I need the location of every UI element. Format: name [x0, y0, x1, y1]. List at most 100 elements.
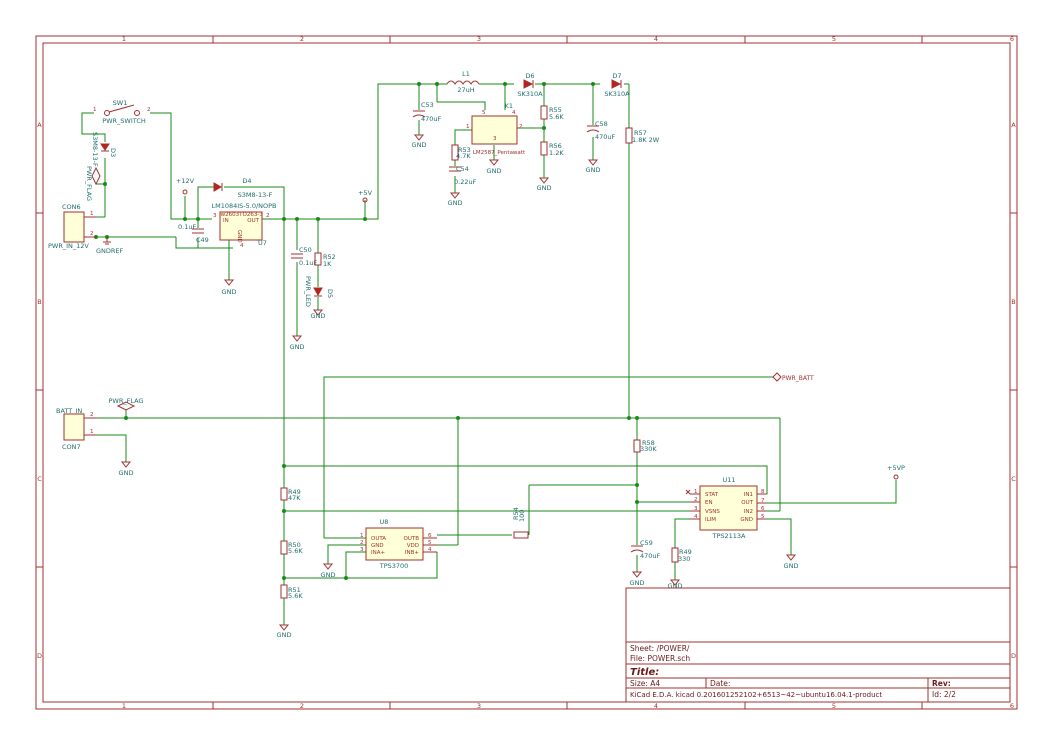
u8-n3: 3	[360, 547, 364, 553]
u7-pin3: 3	[213, 213, 217, 219]
gndref-symbol: GNDREF	[96, 237, 124, 255]
pwr-flag-2-label: PWR_FLAG	[109, 397, 144, 405]
r57-value: 1.8K 2W	[632, 136, 660, 144]
r57-ref: R57	[634, 129, 647, 137]
u8-inap: INA+	[371, 550, 385, 556]
row-label-c-right: C	[1011, 475, 1016, 483]
u8-outb: OUTB	[404, 536, 420, 542]
global-label-pwr-batt[interactable]: PWR_BATT	[772, 372, 814, 382]
r56-value: 1.2K	[549, 149, 564, 157]
r49b-ref: R49	[679, 548, 692, 556]
r52-value: 1K	[323, 260, 332, 268]
sheet-border	[35, 35, 1018, 710]
u11-n6: 6	[761, 506, 765, 512]
con6-pin1: 1	[90, 211, 94, 217]
u11-in1: IN1	[744, 492, 753, 498]
r54-value: 100	[518, 510, 526, 522]
gndref-label: GNDREF	[96, 247, 124, 255]
r52-ref: R52	[323, 253, 336, 261]
d3-value: S3M8-13-F	[91, 132, 99, 167]
u8-ref: U8	[380, 518, 389, 526]
capacitor-c50[interactable]: C50 0.1uF	[291, 246, 317, 267]
resistor-r51[interactable]: R51 5.6K	[280, 584, 303, 600]
resistor-r52[interactable]: R52 1K	[314, 252, 336, 268]
k1-value: LM2587_Pentawatt	[473, 150, 526, 156]
led-d5[interactable]: D5 PWR_LED	[304, 276, 334, 307]
c54-ref: C54	[456, 165, 469, 173]
diode-d3[interactable]: D3 S3M8-13-F	[91, 132, 117, 167]
capacitor-c54[interactable]: C54 0.22uF	[449, 165, 477, 186]
d4-ref: D4	[242, 177, 251, 185]
p5v-label: +5V	[358, 189, 373, 197]
junctions	[94, 82, 639, 580]
c58-ref: C58	[595, 120, 608, 128]
p12v-label: +12V	[176, 177, 195, 185]
gnd-u11: GND	[784, 554, 798, 570]
col-label-2-bottom: 2	[300, 702, 304, 710]
con7-pin2: 2	[90, 412, 94, 418]
d5-value: PWR_LED	[304, 276, 312, 307]
c50-ref: C50	[299, 246, 312, 254]
pwr-flag-1[interactable]: PWR_FLAG	[85, 166, 101, 201]
gnd-r56: GND	[537, 177, 551, 192]
r58-value: 330K	[640, 445, 657, 453]
k1-ref: K1	[505, 102, 513, 110]
ic-u11[interactable]: U11 STAT EN VSNS ILIM IN1 OUT IN2 GND 1 …	[685, 476, 766, 540]
resistor-r50[interactable]: R50 5.6K	[280, 540, 303, 555]
capacitor-c59[interactable]: C59 470uF	[630, 539, 661, 560]
gnd-c58-label: GND	[586, 166, 601, 174]
resistor-r54[interactable]: R54 100	[512, 507, 529, 539]
switch-sw1[interactable]: SW1 PWR_SWITCH 1 2	[93, 99, 151, 125]
u11-vsns: VSNS	[705, 509, 720, 515]
u11-n5: 5	[761, 514, 765, 520]
pwr-flag-2[interactable]: PWR_FLAG	[109, 397, 144, 411]
connector-con7[interactable]: BATT_IN 2 1 CON7	[56, 407, 97, 451]
u8-inbp: INB+	[405, 550, 420, 556]
u11-n3: 3	[694, 506, 698, 512]
c53-value: 470uF	[421, 115, 442, 123]
regulator-u7[interactable]: LM1084IS-5.0/NOPB iw2603TO263-3 IN OUT G…	[211, 202, 276, 249]
diode-d6[interactable]: D6 SK310A	[517, 72, 543, 98]
k1-pin1: 1	[466, 124, 470, 130]
capacitor-c53[interactable]: C53 470uF	[412, 101, 442, 123]
power-5vp: +5VP	[887, 464, 905, 480]
diode-d7[interactable]: D7 SK310A	[604, 72, 630, 98]
resistor-r58[interactable]: R58 330K	[633, 439, 657, 453]
pwr-batt-label: PWR_BATT	[782, 375, 814, 382]
ic-u8[interactable]: U8 OUTA GND INA+ OUTB VDD INB+ 1 2 3 6 5…	[360, 518, 437, 570]
capacitor-c49[interactable]: 0.1uF C49	[178, 223, 209, 244]
inductor-l1[interactable]: L1 27uH	[446, 70, 480, 94]
resistor-r55[interactable]: R55 5.6K	[540, 105, 564, 121]
resistor-r56[interactable]: R56 1.2K	[540, 141, 564, 157]
capacitor-c58[interactable]: C58 470uF	[586, 120, 616, 141]
gnd-c53-label: GND	[412, 141, 427, 149]
row-label-d-right: D	[1011, 652, 1016, 660]
u8-n6: 6	[428, 533, 432, 539]
c50-value: 0.1uF	[299, 259, 317, 267]
con7-ref: CON7	[62, 443, 81, 451]
gnd-c54: GND	[448, 192, 462, 207]
resistor-r57[interactable]: R57 1.8K 2W	[625, 127, 660, 144]
resistor-r49-ilim[interactable]: R49 330	[671, 547, 692, 563]
diode-d4[interactable]: D4 S3M8-13-F	[213, 177, 273, 199]
pwr-flag-1-label: PWR_FLAG	[85, 166, 93, 201]
c53-ref: C53	[421, 101, 434, 109]
u8-value: TPS3700	[379, 562, 409, 570]
resistor-r49[interactable]: R49 47K	[280, 487, 301, 502]
con7-pin1: 1	[90, 429, 94, 435]
u7-gnd: GND	[236, 230, 242, 243]
regulator-k1[interactable]: K1 5 4 1 2 3 LM2587_Pentawatt	[466, 102, 526, 156]
u8-n1: 1	[360, 533, 364, 539]
tb-rev: Rev:	[932, 679, 951, 688]
connector-con6[interactable]: 1 2 CON6 PWR_IN_12V	[48, 203, 96, 250]
row-label-a-right: A	[1011, 121, 1016, 129]
resistor-r53[interactable]: R53 4.7K	[451, 144, 471, 161]
l1-ref: L1	[462, 70, 470, 78]
d4-value: S3M8-13-F	[238, 191, 273, 199]
gnd-con7-label: GND	[119, 469, 134, 477]
row-label-c: C	[37, 475, 42, 483]
tb-sheet: Sheet: /POWER/	[630, 644, 690, 653]
gnd-r49b-label: GND	[668, 582, 683, 590]
gnd-c50-label: GND	[290, 343, 305, 351]
tb-size: Size: A4	[630, 679, 660, 688]
